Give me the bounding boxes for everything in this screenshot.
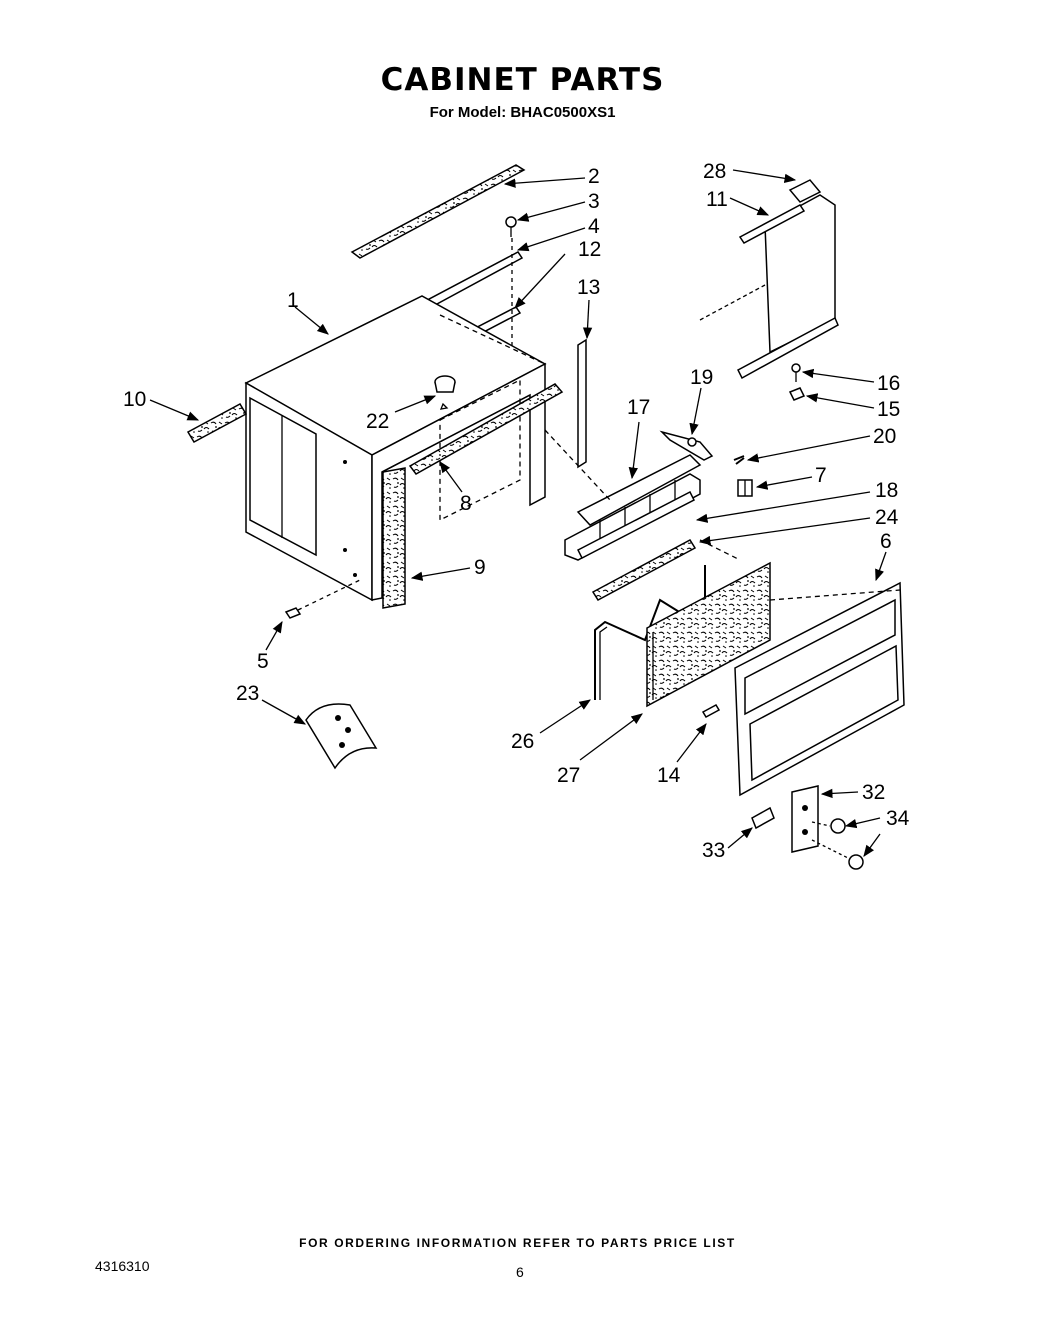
callout-14: 14 <box>657 764 681 787</box>
callout-8: 8 <box>460 492 472 515</box>
part-5-screw <box>284 579 361 619</box>
part-7-block <box>737 479 753 497</box>
callout-labels: 1 2 3 4 5 6 7 8 9 10 11 12 13 14 15 16 1… <box>123 160 910 862</box>
callout-2: 2 <box>588 165 600 188</box>
document-number: 4316310 <box>95 1258 150 1274</box>
callout-1: 1 <box>287 289 299 312</box>
callout-34: 34 <box>886 807 910 830</box>
callout-6: 6 <box>880 530 892 553</box>
part-14-pin <box>701 704 721 718</box>
callout-3: 3 <box>588 190 600 213</box>
callout-10: 10 <box>123 388 146 411</box>
part-22-knob <box>434 375 456 410</box>
part-8-rail <box>408 383 564 475</box>
callout-16: 16 <box>877 372 900 395</box>
callout-7: 7 <box>815 464 827 487</box>
part-18-louver-blade <box>576 490 696 560</box>
ordering-note: FOR ORDERING INFORMATION REFER TO PARTS … <box>299 1236 736 1250</box>
part-34-fastener <box>811 818 864 870</box>
part-32-bracket-plate <box>791 785 819 853</box>
callout-26: 26 <box>511 730 534 753</box>
callout-11: 11 <box>706 188 728 211</box>
model-label: For Model: BHAC0500XS1 <box>0 104 1045 121</box>
part-23-bracket <box>305 703 378 770</box>
callout-19: 19 <box>690 366 713 389</box>
part-27-filter <box>646 561 771 708</box>
model-label-text: For Model: BHAC0500XS1 <box>429 104 616 121</box>
callout-5: 5 <box>257 650 269 673</box>
part-2-top-rail <box>350 164 526 259</box>
callout-12: 12 <box>578 238 601 261</box>
callout-22: 22 <box>366 410 389 433</box>
callout-27: 27 <box>557 764 580 787</box>
callout-23: 23 <box>236 682 259 705</box>
part-33-spacer <box>751 806 775 830</box>
part-3-screw <box>505 216 517 237</box>
part-13-side-strip <box>577 338 587 469</box>
callout-33: 33 <box>702 839 725 862</box>
callout-24: 24 <box>875 506 899 529</box>
callout-32: 32 <box>862 781 885 804</box>
leader-lines <box>149 169 887 857</box>
part-10-foam-strip <box>186 403 248 443</box>
callout-17: 17 <box>627 396 650 419</box>
callout-18: 18 <box>875 479 898 502</box>
part-6-front-grille <box>734 581 905 797</box>
part-11-side-curtain <box>699 179 839 380</box>
callout-28: 28 <box>703 160 726 183</box>
callout-9: 9 <box>474 556 486 579</box>
part-24-seal <box>591 539 697 601</box>
page-number: 6 <box>516 1264 524 1280</box>
page-title: CABINET PARTS <box>380 62 665 98</box>
part-20-clip <box>733 455 745 465</box>
part-16-screw <box>791 363 801 382</box>
callout-15: 15 <box>877 398 900 421</box>
part-9-seal <box>382 467 406 609</box>
part-15-clip <box>788 387 806 401</box>
assembly-guide-lines <box>439 314 901 601</box>
callout-20: 20 <box>873 425 896 448</box>
part-19-linkage <box>659 430 714 461</box>
callout-4: 4 <box>588 215 600 238</box>
part-1-cabinet <box>244 295 547 602</box>
callout-13: 13 <box>577 276 600 299</box>
